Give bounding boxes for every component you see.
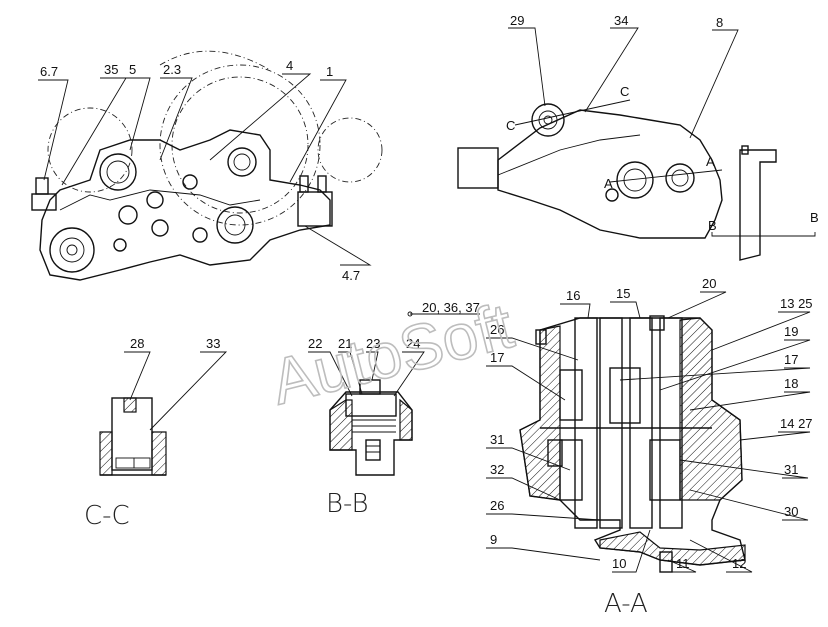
label-4: 4 [286, 58, 293, 73]
watermark: AutoSoft [264, 289, 520, 418]
pump-side-view [457, 99, 816, 261]
label-31-left: 31 [490, 432, 504, 447]
top-right-labels: 29 34 8 C C A A B B [506, 13, 819, 233]
label-14-27: 14 27 [780, 416, 813, 431]
label-33: 33 [206, 336, 220, 351]
label-20: 20 [702, 276, 716, 291]
label-31-right: 31 [784, 462, 798, 477]
section-mark-a-left: A [604, 176, 613, 191]
label-5: 5 [129, 62, 136, 77]
label-21: 21 [338, 336, 352, 351]
section-cc-labels: 28 33 C-C [84, 336, 220, 531]
label-17-right: 17 [784, 352, 798, 367]
label-18: 18 [784, 376, 798, 391]
section-mark-b-right: B [810, 210, 819, 225]
label-9: 9 [490, 532, 497, 547]
label-20-36-37: 20, 36, 37 [422, 300, 480, 315]
section-cc-drawing [99, 397, 167, 476]
label-1: 1 [326, 64, 333, 79]
section-mark-a-right: A [706, 154, 715, 169]
label-26-top: 26 [490, 322, 504, 337]
top-right-leaders [508, 27, 739, 139]
label-30: 30 [784, 504, 798, 519]
top-left-leaders [38, 73, 372, 266]
label-4-7: 4.7 [342, 268, 360, 283]
section-mark-b-left: B [708, 218, 717, 233]
section-bb-drawing [329, 379, 413, 476]
section-bb-labels: 20, 36, 37 22 21 23 24 B-B [308, 300, 480, 519]
label-2-3: 2.3 [163, 62, 181, 77]
label-35: 35 [104, 62, 118, 77]
label-24: 24 [406, 336, 420, 351]
section-bb-leaders [308, 311, 480, 397]
section-mark-c-right: C [620, 84, 629, 99]
section-aa-leaders [486, 291, 811, 573]
label-19: 19 [784, 324, 798, 339]
label-13-25: 13 25 [780, 296, 813, 311]
section-aa-title: A-A [604, 589, 648, 619]
section-cc-leaders [124, 351, 228, 431]
section-aa-labels: 16 15 20 13 25 26 19 17 17 18 14 27 31 3… [490, 276, 813, 619]
label-26-bottom: 26 [490, 498, 504, 513]
label-8: 8 [716, 15, 723, 30]
label-6-7: 6.7 [40, 64, 58, 79]
label-17-left: 17 [490, 350, 504, 365]
label-22: 22 [308, 336, 322, 351]
label-23: 23 [366, 336, 380, 351]
section-bb-title: B-B [326, 489, 369, 519]
label-28: 28 [130, 336, 144, 351]
section-cc-title: C-C [84, 501, 130, 531]
label-10: 10 [612, 556, 626, 571]
label-16: 16 [566, 288, 580, 303]
label-34: 34 [614, 13, 628, 28]
label-12: 12 [732, 556, 746, 571]
top-left-labels: 6.7 35 5 2.3 4 1 4.7 [40, 58, 360, 283]
section-mark-c-left: C [506, 118, 515, 133]
label-29: 29 [510, 13, 524, 28]
pump-top-view [31, 50, 383, 281]
label-15: 15 [616, 286, 630, 301]
label-32: 32 [490, 462, 504, 477]
label-11: 11 [676, 556, 690, 571]
section-aa-drawing [519, 315, 746, 573]
